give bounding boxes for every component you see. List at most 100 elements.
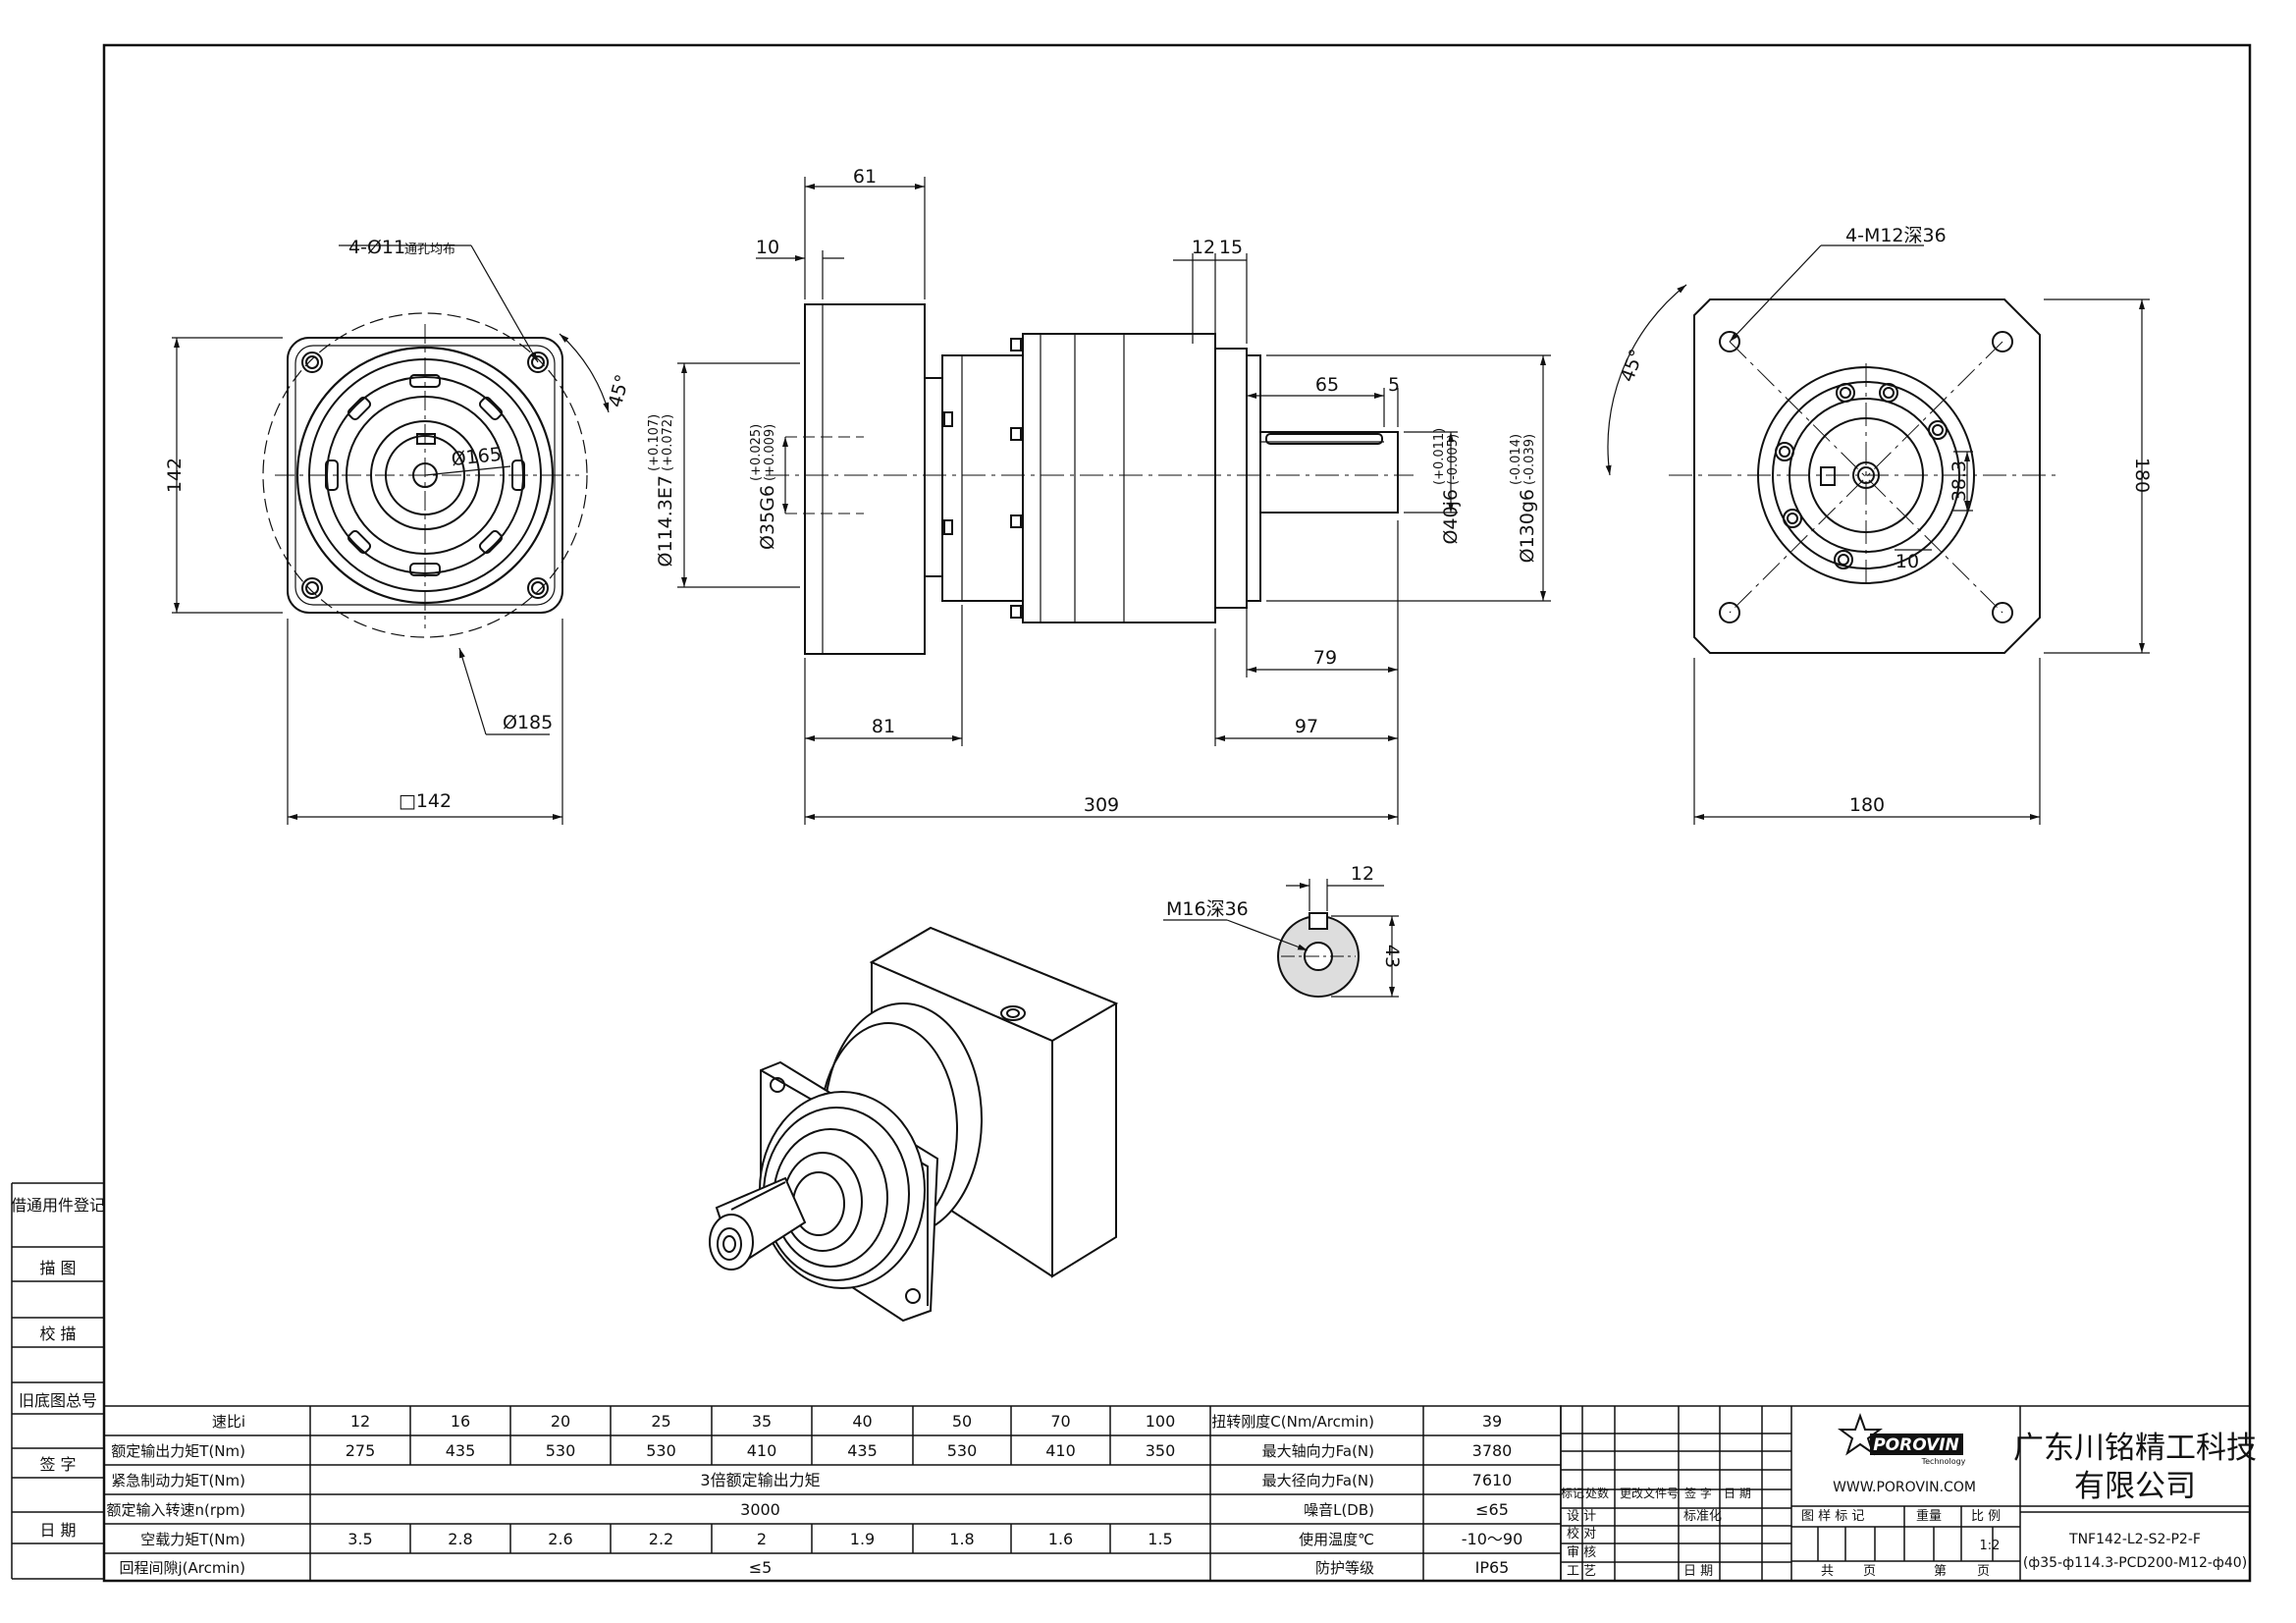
spec-cell: 50 xyxy=(952,1412,972,1431)
d40-tol-up: (+0.011) xyxy=(1432,428,1447,485)
strip-item: 签 字 xyxy=(39,1455,76,1474)
shaft-dim-12: 12 xyxy=(1351,863,1374,885)
rear-dim-10: 10 xyxy=(1896,551,1919,572)
rev-header-doc: 更改文件号 xyxy=(1620,1486,1679,1500)
rear-dim-38-3: 38.3 xyxy=(1949,460,1970,502)
role-check: 校 对 xyxy=(1567,1526,1596,1542)
spec-cell: 2.6 xyxy=(548,1530,572,1548)
front-height-label: 142 xyxy=(164,458,186,493)
scale-value: 1:2 xyxy=(1980,1539,2001,1553)
spec-cell: 35 xyxy=(752,1412,772,1431)
role-review: 审 核 xyxy=(1567,1545,1596,1560)
model-line2: (ф35-ф114.3-PCD200-M12-ф40) xyxy=(2023,1555,2247,1571)
dim-309: 309 xyxy=(1084,794,1119,816)
model-line1: TNF142-L2-S2-P2-F xyxy=(2068,1532,2201,1547)
front-holes-label: 4-Ø11 xyxy=(348,237,405,258)
front-pcd-label: Ø165 xyxy=(451,444,503,470)
d35-tol-up: (+0.025) xyxy=(749,424,764,481)
spec-cell: 530 xyxy=(947,1441,978,1460)
spec-row-label: 速比i xyxy=(212,1413,245,1431)
rev-header-count: 处数 xyxy=(1585,1486,1609,1500)
spec-right-label: 扭转刚度C(Nm/Arcmin) xyxy=(1211,1413,1374,1431)
spec-right-value: 7610 xyxy=(1472,1471,1513,1489)
standardize-label: 标准化 xyxy=(1683,1509,1722,1524)
rear-thread-label: 4-M12深36 xyxy=(1845,225,1947,246)
spec-right-label: 最大径向力Fa(N) xyxy=(1262,1472,1374,1489)
spec-right-value: ≤65 xyxy=(1475,1500,1509,1519)
spec-cell: 3.5 xyxy=(347,1530,372,1548)
dim-5: 5 xyxy=(1388,374,1400,396)
spec-row-label: 紧急制动力矩T(Nm) xyxy=(111,1472,245,1489)
spec-right-label: 防护等级 xyxy=(1315,1559,1374,1577)
d130-tol-dn: (-0.039) xyxy=(1522,434,1537,485)
dim-12: 12 xyxy=(1192,237,1215,258)
shaft-thread-label: M16深36 xyxy=(1166,898,1249,920)
logo-text: POROVIN xyxy=(1873,1435,1959,1455)
spec-cell: 25 xyxy=(651,1412,670,1431)
spec-cell: 1.9 xyxy=(850,1530,875,1548)
shaft-section-view xyxy=(1163,879,1399,998)
website: WWW.POROVIN.COM xyxy=(1833,1480,1976,1495)
rear-dim-180-h: 180 xyxy=(2131,458,2153,493)
dim-15: 15 xyxy=(1219,237,1243,258)
spec-cell: 1.6 xyxy=(1048,1530,1073,1548)
rev-header-sign: 签 字 xyxy=(1684,1486,1712,1500)
d40-tol-dn: (-0.005) xyxy=(1446,434,1461,485)
drawing-border xyxy=(102,43,2252,1583)
spec-cell: 1.8 xyxy=(949,1530,974,1548)
company-name-line1: 广东川铭精工科技 xyxy=(2013,1431,2257,1466)
spec-right-value: IP65 xyxy=(1475,1558,1510,1577)
spec-cell: 40 xyxy=(852,1412,872,1431)
strip-item: 日 期 xyxy=(39,1521,76,1540)
rev-header-date: 日 期 xyxy=(1724,1487,1751,1500)
spec-cell: 70 xyxy=(1050,1412,1070,1431)
spec-right-label: 最大轴向力Fa(N) xyxy=(1262,1442,1374,1460)
d40-main: Ø40j6 xyxy=(1440,489,1462,545)
spec-right-label: 使用温度℃ xyxy=(1299,1531,1374,1548)
front-view-labels: 4-Ø11 通孔均布 45° Ø165 142 Ø185 □142 xyxy=(164,237,634,812)
spec-cell: 2 xyxy=(757,1530,767,1548)
spec-row-label: 空载力矩T(Nm) xyxy=(140,1531,245,1548)
company-name-line2: 有限公司 xyxy=(2074,1469,2196,1504)
dim-65: 65 xyxy=(1315,374,1339,396)
shaft-dim-43: 43 xyxy=(1381,945,1403,968)
company-logo: POROVIN Technology xyxy=(1838,1413,1966,1466)
spec-cell: 275 xyxy=(346,1441,376,1460)
d35-main: Ø35G6 xyxy=(757,485,778,550)
side-view-labels: 61 10 12 15 65 5 79 81 97 309 Ø114.3E7 (… xyxy=(647,166,1538,816)
spec-cell: 16 xyxy=(451,1412,470,1431)
shaft-section-labels: M16深36 12 43 xyxy=(1166,863,1403,968)
spec-span-cell: 3000 xyxy=(740,1500,780,1519)
left-strip-labels: 借通用件登记 描 图 校 描 旧底图总号 签 字 日 期 xyxy=(11,1196,105,1540)
spec-span-cell: 3倍额定输出力矩 xyxy=(700,1471,820,1489)
spec-cell: 410 xyxy=(1045,1441,1076,1460)
isometric-view xyxy=(709,926,1119,1323)
spec-row-label: 额定输出力矩T(Nm) xyxy=(111,1442,245,1460)
logo-sub: Technology xyxy=(1921,1457,1966,1466)
spec-right-value: -10～90 xyxy=(1462,1530,1523,1548)
side-view xyxy=(677,177,1551,825)
strip-item: 旧底图总号 xyxy=(19,1391,97,1410)
d35-tol-dn: (+0.009) xyxy=(763,424,777,481)
front-holes-note: 通孔均布 xyxy=(404,243,455,257)
title-block-grid xyxy=(1560,1405,2251,1582)
front-square-label: □142 xyxy=(399,790,452,812)
spec-cell: 100 xyxy=(1146,1412,1176,1431)
spec-cell: 530 xyxy=(646,1441,676,1460)
info-header-weight: 重量 xyxy=(1916,1508,1942,1524)
rear-angle-label: 45° xyxy=(1617,347,1648,385)
dim-97: 97 xyxy=(1295,716,1318,737)
front-view xyxy=(172,244,610,825)
sheet-unit: 页 xyxy=(1977,1564,1990,1579)
info-header-scale: 比 例 xyxy=(1971,1509,2001,1524)
d114-main: Ø114.3E7 xyxy=(655,475,676,567)
date-label: 日 期 xyxy=(1683,1564,1713,1579)
left-strip xyxy=(11,1182,104,1580)
info-header-pattern: 图 样 标 记 xyxy=(1801,1509,1864,1524)
strip-item: 校 描 xyxy=(39,1325,76,1343)
spec-cell: 435 xyxy=(847,1441,878,1460)
rear-dim-180-w: 180 xyxy=(1849,794,1885,816)
d130-tol-up: (-0.014) xyxy=(1509,434,1523,485)
